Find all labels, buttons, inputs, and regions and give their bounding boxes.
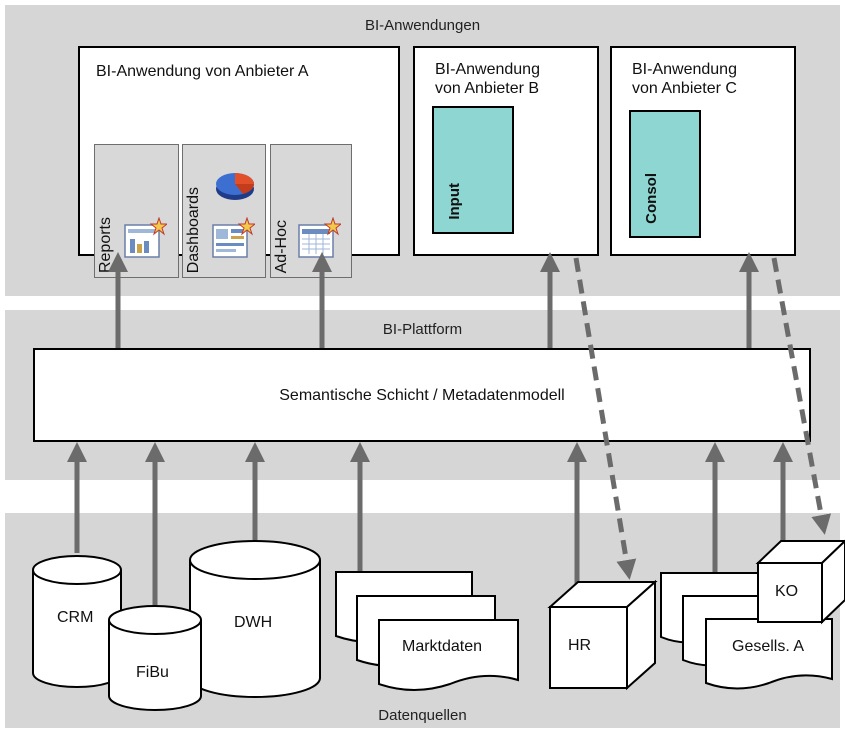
dwh-cylinder: [189, 540, 321, 698]
bi-anwendungen-label: BI-Anwendungen: [364, 17, 481, 34]
marktdaten-label: Marktdaten: [402, 638, 483, 655]
ad-hoc-panel[interactable]: Ad-Hoc: [270, 144, 352, 278]
hr-cube: [547, 579, 658, 691]
bi-app-vendor-c: BI-Anwendung von Anbieter C Consol: [610, 46, 796, 256]
dashed-arrow-input-to-hr: [573, 257, 637, 580]
dwh-label: DWH: [234, 614, 273, 631]
bi-app-vendor-b-title-line1: BI-Anwendung: [435, 61, 540, 78]
bi-app-vendor-c-title: BI-Anwendung von Anbieter C: [632, 60, 737, 98]
datenquellen-label: Datenquellen: [378, 707, 467, 724]
input-module[interactable]: Input: [432, 106, 514, 234]
reports-panel[interactable]: Reports: [94, 144, 179, 278]
pie-chart-icon: [216, 173, 255, 200]
semantic-layer-box: Semantische Schicht / Metadatenmodell: [33, 348, 811, 442]
bi-app-vendor-c-title-line1: BI-Anwendung: [632, 61, 737, 78]
ko-label: KO: [775, 583, 799, 600]
bi-app-vendor-a-title: BI-Anwendung von Anbieter A: [96, 63, 309, 80]
bi-app-vendor-b: BI-Anwendung von Anbieter B Input: [413, 46, 599, 256]
bi-app-vendor-b-title-line2: von Anbieter B: [435, 80, 540, 97]
crm-label: CRM: [57, 609, 94, 626]
bi-plattform-label: BI-Plattform: [382, 321, 463, 338]
semantic-layer-label: Semantische Schicht / Metadatenmodell: [279, 387, 565, 404]
hr-label: HR: [568, 637, 592, 654]
dashed-arrow-consol-to-ko: [771, 257, 832, 535]
dashboards-panel[interactable]: Dashboards: [182, 144, 266, 278]
gesells-documents: [660, 572, 833, 690]
bi-app-vendor-a: BI-Anwendung von Anbieter A Reports Dash…: [78, 46, 400, 278]
bi-app-vendor-b-title: BI-Anwendung von Anbieter B: [435, 60, 540, 98]
gesells-label: Gesells. A: [732, 638, 805, 655]
bi-app-vendor-c-title-line2: von Anbieter C: [632, 80, 737, 97]
fibu-label: FiBu: [136, 664, 169, 681]
dashboard-icon: [212, 217, 255, 258]
consol-module[interactable]: Consol: [629, 110, 701, 238]
fibu-cylinder: [108, 605, 202, 711]
ko-cube: [755, 539, 845, 625]
marktdaten-documents: [335, 571, 519, 691]
ad-hoc-table-icon: [298, 217, 341, 258]
report-icon: [124, 217, 167, 258]
